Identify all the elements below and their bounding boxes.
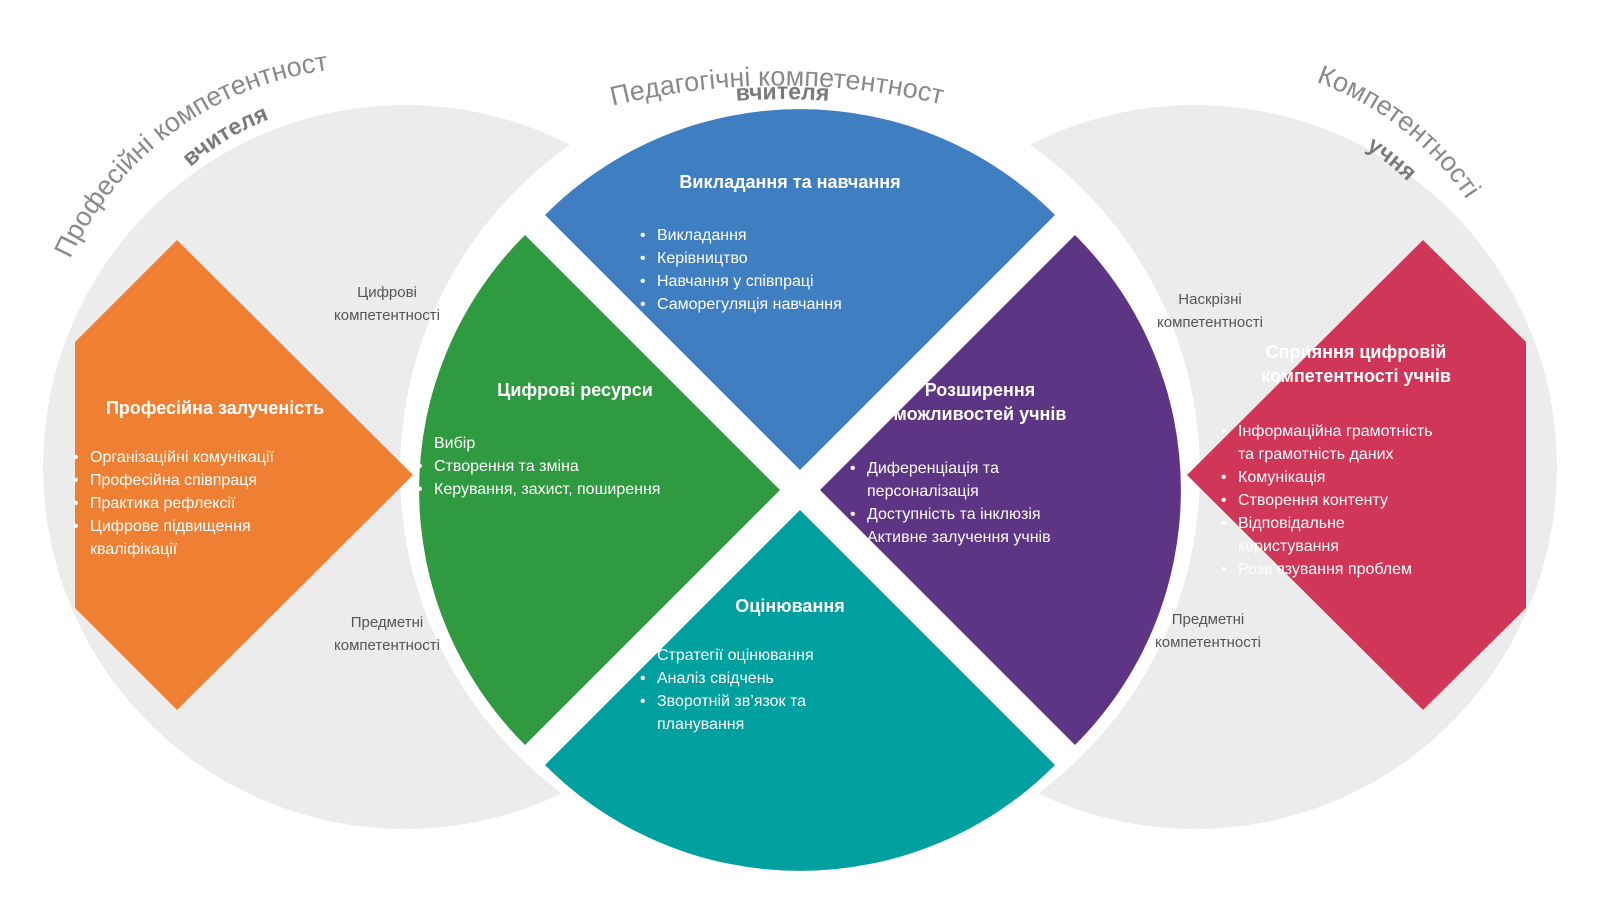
learners-competence-text: Сприяння цифровій компетентності учнів • Ін… <box>1221 342 1451 578</box>
learners-item-line-2: Комунікація <box>1238 469 1325 486</box>
learners-item-line-6: Розв’язування проблем <box>1238 561 1412 578</box>
assessment-item-line-0: Стратегії оцінювання <box>657 647 814 664</box>
assessment-title-line-0: Оцінювання <box>735 596 844 616</box>
teaching-learning-text: Викладання та навчання • Викладання • Керівн… <box>640 172 901 313</box>
label-transversal-competences-line2: компетентності <box>1157 314 1263 331</box>
learners-item-line-3: Створення контенту <box>1238 492 1388 509</box>
teaching-title-line-0: Викладання та навчання <box>679 172 900 192</box>
teaching-bullet-icon-3: • <box>640 296 646 313</box>
label-subject-competences-right-line2: компетентності <box>1155 634 1261 651</box>
learners-bullet-icon-0: • <box>1221 423 1227 440</box>
learners-competence-diamond <box>1187 240 1526 710</box>
professional-bullet-icon-0: • <box>73 449 79 466</box>
professional-title-line-0: Професійна залученість <box>106 398 324 418</box>
empower-item-line-0: Диференціація та <box>867 460 999 477</box>
center-white-ring <box>400 72 1200 872</box>
assessment-quadrant <box>545 510 1055 871</box>
empower-bullet-icon-3: • <box>850 529 856 546</box>
assessment-bullet-icon-1: • <box>640 670 646 687</box>
teaching-learning-quadrant <box>545 109 1055 470</box>
professional-bullet-icon-3: • <box>73 518 79 535</box>
professional-engagement-diamond <box>75 240 413 710</box>
teaching-bullet-icon-2: • <box>640 273 646 290</box>
empowering-learners-text: Розширення можливостей учнів • Диференціаці… <box>850 380 1067 546</box>
assessment-item-line-1: Аналіз свідчень <box>657 670 774 687</box>
teaching-item-line-0: Викладання <box>657 227 747 244</box>
professional-bullet-icon-2: • <box>73 495 79 512</box>
teaching-bullet-icon-1: • <box>640 250 646 267</box>
empower-bullet-icon-0: • <box>850 460 856 477</box>
learners-item-line-5: користування <box>1238 538 1339 555</box>
learners-item-line-4: Відповідальне <box>1238 515 1345 532</box>
teaching-item-line-1: Керівництво <box>657 250 748 267</box>
learners-bullet-icon-2: • <box>1221 469 1227 486</box>
resources-bullet-icon-1: • <box>417 458 423 475</box>
assessment-item-line-3: планування <box>657 716 744 733</box>
resources-bullet-icon-0: • <box>417 435 423 452</box>
assessment-item-line-2: Зворотній зв’язок та <box>657 693 806 710</box>
learners-bullet-icon-4: • <box>1221 515 1227 532</box>
learners-item-line-1: та грамотність даних <box>1238 446 1394 463</box>
learners-title-line-0: Сприяння цифровій <box>1266 342 1447 362</box>
learners-title-line-1: компетентності учнів <box>1261 366 1451 386</box>
arc-heading-top-line2: вчителя <box>735 78 830 106</box>
professional-item-line-0: Організаційні комунікації <box>90 449 274 466</box>
professional-item-line-3: Цифрове підвищення <box>90 518 251 535</box>
professional-item-line-1: Професійна співпраця <box>90 472 257 489</box>
assessment-text: Оцінювання • Стратегії оцінювання • Аналіз с… <box>640 596 845 733</box>
label-digital-competences-line1: Цифрові <box>357 284 417 301</box>
label-subject-competences-left-line1: Предметні <box>351 614 424 631</box>
resources-bullet-icon-2: • <box>417 481 423 498</box>
professional-bullet-icon-1: • <box>73 472 79 489</box>
label-subject-competences-left-line2: компетентності <box>334 637 440 654</box>
learners-bullet-icon-3: • <box>1221 492 1227 509</box>
empowering-learners-quadrant <box>820 235 1181 745</box>
professional-engagement-text: Професійна залученість • Організаційні ком… <box>73 398 324 558</box>
digital-resources-text: Цифрові ресурси • Вибір • Створення та зміна… <box>417 380 660 498</box>
resources-title-line-0: Цифрові ресурси <box>497 380 653 400</box>
label-subject-competences-right-line1: Предметні <box>1172 611 1245 628</box>
resources-item-line-0: Вибір <box>434 435 475 452</box>
empower-title-line-0: Розширення <box>925 380 1036 400</box>
learners-item-line-0: Інформаційна грамотність <box>1238 423 1433 440</box>
learners-bullet-icon-6: • <box>1221 561 1227 578</box>
resources-item-line-1: Створення та зміна <box>434 458 579 475</box>
label-transversal-competences-line1: Наскрізні <box>1178 291 1241 308</box>
empower-item-line-1: персоналізація <box>867 483 979 500</box>
teaching-item-line-2: Навчання у співпраці <box>657 273 814 290</box>
professional-item-line-4: кваліфікації <box>90 541 178 558</box>
assessment-bullet-icon-0: • <box>640 647 646 664</box>
digital-resources-quadrant <box>419 235 780 745</box>
label-digital-competences-line2: компетентності <box>334 307 440 324</box>
teaching-item-line-3: Саморегуляція навчання <box>657 296 842 313</box>
teaching-bullet-icon-0: • <box>640 227 646 244</box>
professional-item-line-2: Практика рефлексії <box>90 495 236 512</box>
empower-item-line-3: Активне залучення учнів <box>867 529 1051 546</box>
assessment-bullet-icon-2: • <box>640 693 646 710</box>
empower-bullet-icon-2: • <box>850 506 856 523</box>
resources-item-line-2: Керування, захист, поширення <box>434 481 660 498</box>
empower-item-line-2: Доступність та інклюзія <box>867 506 1041 523</box>
empower-title-line-1: можливостей учнів <box>894 404 1067 424</box>
